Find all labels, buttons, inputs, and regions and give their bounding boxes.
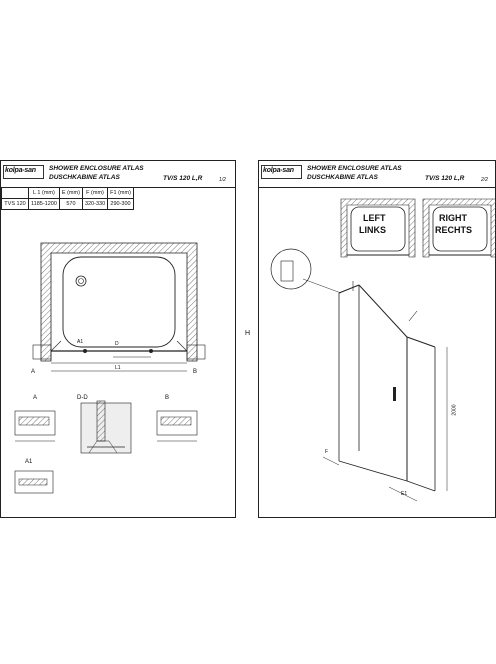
dim-f-label: F (325, 449, 329, 455)
detail-b-drawing (156, 410, 198, 436)
detail-dd-drawing (80, 402, 132, 454)
detail-a1-title: A1 (25, 459, 33, 465)
plan-view-drawing (14, 242, 206, 494)
left-orientation-plan (340, 198, 416, 258)
title-english: SHOWER ENCLOSURE ATLAS (307, 165, 402, 172)
detail-a-title: A (33, 395, 38, 401)
table-cell: TVS 120 (1, 198, 29, 210)
table-row: TVS 120 1185-1200 570 320-330 290-300 (1, 198, 134, 210)
title-german: DUSCHKABINE ATLAS (49, 174, 120, 181)
label-l1: L1 (115, 365, 121, 371)
left-label-en: LEFT (363, 213, 386, 223)
brand-logo: kolpa-san (263, 167, 294, 174)
table-cell: 1185-1200 (28, 198, 60, 210)
drawing-sheet-2: kolpa-san SHOWER ENCLOSURE ATLAS DUSCHKA… (258, 160, 496, 518)
drain-icon (75, 275, 87, 287)
right-label-de: RECHTS (435, 225, 473, 235)
height-dimension: 2000 (451, 404, 458, 416)
title-block: kolpa-san SHOWER ENCLOSURE ATLAS DUSCHKA… (259, 161, 495, 188)
detail-b-title: B (165, 395, 170, 401)
table-header-cell: F1 (mm) (107, 187, 134, 199)
drawing-sheet-1: kolpa-san SHOWER ENCLOSURE ATLAS DUSCHKA… (0, 160, 236, 518)
detail-dd-title: D-D (77, 395, 88, 401)
page-number: 1/2 (219, 177, 226, 183)
right-orientation-plan (422, 198, 496, 258)
enclosure-perspective (322, 281, 448, 502)
left-label-de: LINKS (359, 225, 386, 235)
title-german: DUSCHKABINE ATLAS (307, 174, 378, 181)
perspective-drawing (270, 198, 496, 502)
model-number: TV/S 120 L,R (163, 175, 203, 182)
brand-logo: kolpa-san (5, 167, 36, 174)
wall-hatching (40, 242, 198, 362)
dim-e-label: E1 (401, 491, 408, 497)
sheet-separator-mark: H (245, 330, 251, 337)
corner-label-b: B (193, 369, 198, 375)
dimension-table: L 1 (mm) E (mm) F (mm) F1 (mm) TVS 120 1… (1, 187, 134, 210)
shower-tray (62, 256, 176, 348)
table-cell: 320-330 (81, 198, 109, 210)
detail-a1-drawing (14, 470, 54, 494)
hinge-detail-circle (270, 248, 312, 290)
title-english: SHOWER ENCLOSURE ATLAS (49, 165, 144, 172)
page-number: 2/2 (481, 177, 488, 183)
brand-logo-frame (3, 165, 44, 179)
model-number: TV/S 120 L,R (425, 175, 465, 182)
right-label-en: RIGHT (439, 213, 467, 223)
detail-a-drawing (14, 410, 56, 436)
brand-logo-frame (261, 165, 302, 179)
table-cell: 290-300 (107, 198, 134, 210)
corner-label-a: A (31, 369, 36, 375)
label-a1: A1 (77, 339, 84, 345)
label-d: D (115, 341, 119, 347)
